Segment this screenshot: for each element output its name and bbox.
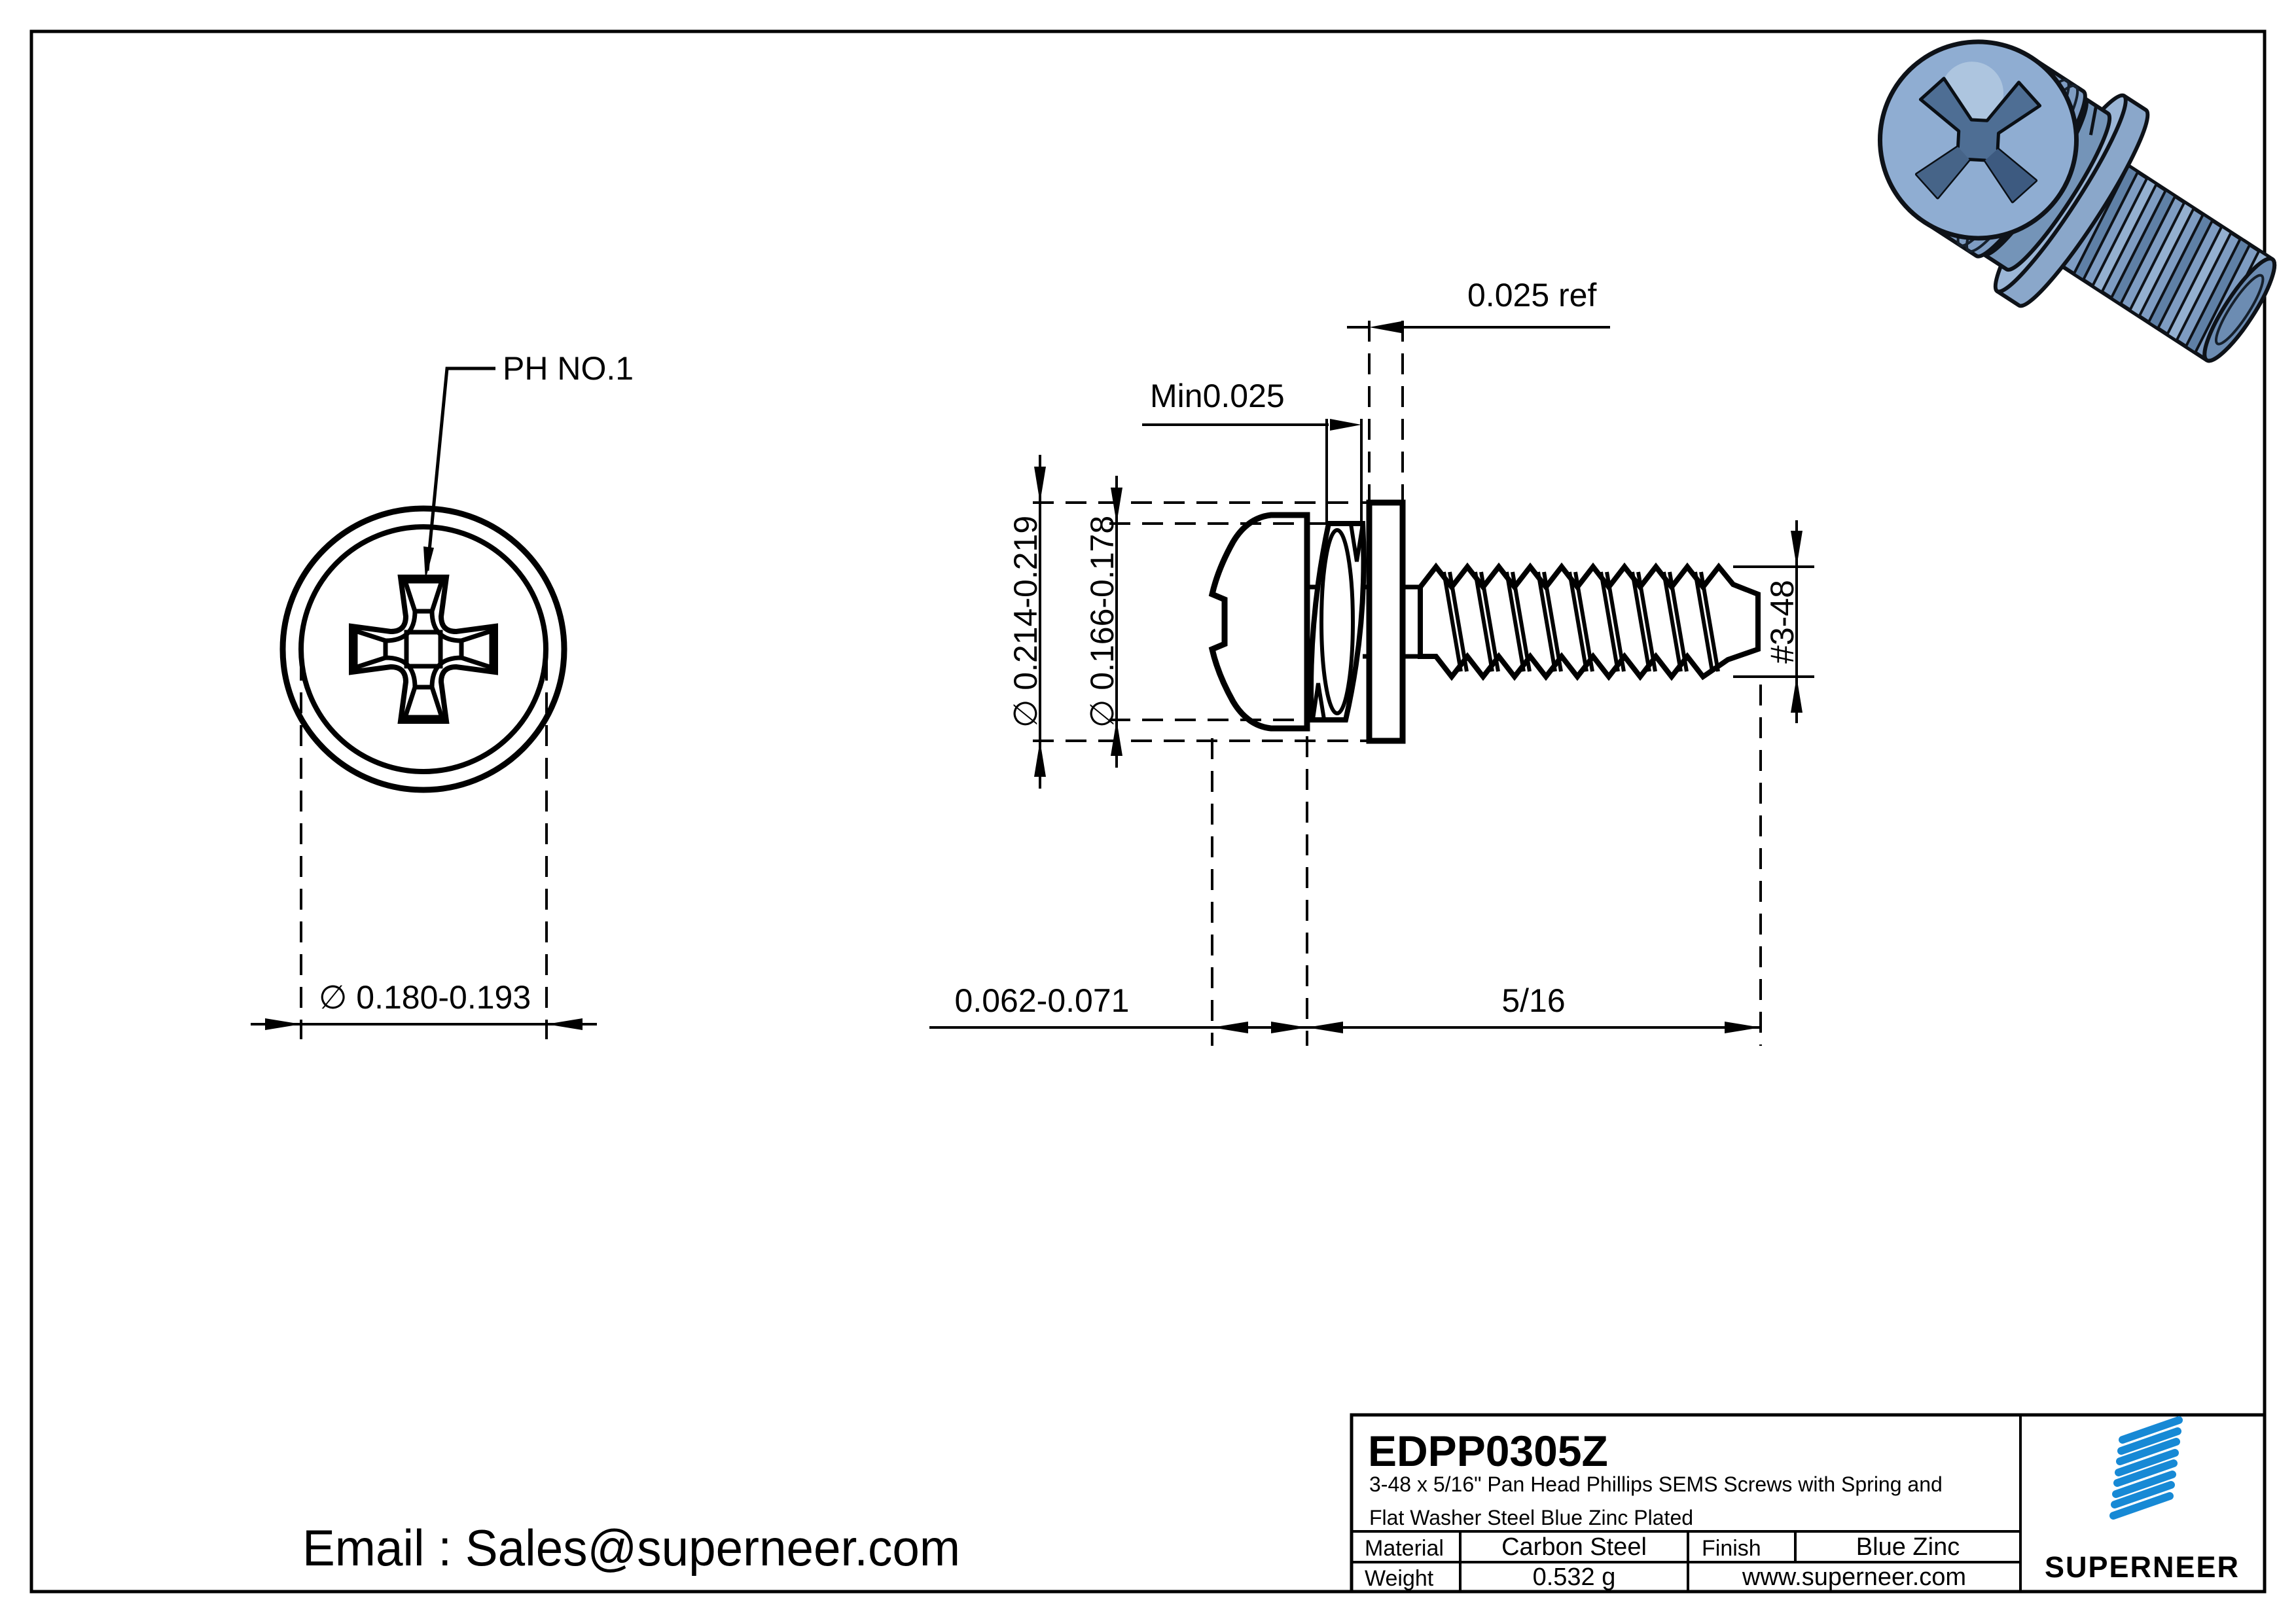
thread-ridges	[2072, 164, 2270, 361]
dim-thread-spec-label: #3-48	[1764, 580, 1801, 664]
weight-value: 0.532 g	[1533, 1563, 1616, 1591]
side-spring-washer	[1308, 521, 1367, 722]
head-outer-circle	[279, 505, 567, 793]
dim-min-gap-label: Min0.025	[1150, 378, 1285, 414]
side-view: ∅ 0.214-0.219 ∅ 0.166-0.178 Min0.025 0.0…	[929, 277, 1814, 1046]
front-view: PH NO.1 ∅ 0.180-0.193	[251, 350, 634, 1039]
dim-thread-length-label: 5/16	[1501, 982, 1565, 1019]
phillips-recess	[349, 575, 498, 724]
shank-stubs	[1307, 584, 1420, 659]
screw-3d-preview	[1877, 39, 2277, 363]
side-flat-washer	[1366, 499, 1406, 744]
side-thread	[1418, 562, 1761, 681]
superneer-logo-mark	[2109, 1416, 2183, 1520]
material-label: Material	[1365, 1536, 1444, 1561]
dim-bottom	[929, 685, 1762, 1046]
phillips-recess-3d	[1914, 77, 2042, 204]
finish-value: Blue Zinc	[1856, 1533, 1960, 1561]
superneer-logo-text: SUPERNEER	[2045, 1550, 2240, 1584]
part-number: EDPP0305Z	[1368, 1427, 1608, 1475]
dim-washer-thickness	[1347, 321, 1610, 500]
material-value: Carbon Steel	[1501, 1533, 1647, 1561]
description-line1: 3-48 x 5/16" Pan Head Phillips SEMS Scre…	[1369, 1472, 1943, 1496]
leader-arrowhead	[423, 546, 434, 580]
ph-callout-leader	[423, 366, 495, 580]
side-head-outline	[1208, 512, 1310, 732]
finish-label: Finish	[1702, 1536, 1761, 1561]
dim-thread-spec	[1733, 520, 1814, 723]
front-dia-dimension	[251, 660, 597, 1039]
email-text[interactable]: Email : Sales@superneer.com	[302, 1519, 960, 1577]
website-link[interactable]: www.superneer.com	[1742, 1563, 1966, 1591]
dim-washer-thickness-label: 0.025 ref	[1467, 277, 1596, 313]
dim-spring-od-label: ∅ 0.166-0.178	[1084, 516, 1121, 728]
drawing-frame	[29, 29, 2267, 1594]
front-dia-label: ∅ 0.180-0.193	[319, 979, 531, 1016]
weight-label: Weight	[1365, 1566, 1434, 1591]
ph-callout-label: PH NO.1	[503, 350, 634, 387]
head-inner-circle	[298, 524, 548, 774]
description-line2: Flat Washer Steel Blue Zinc Plated	[1369, 1506, 1693, 1529]
dim-washer-od	[1033, 455, 1373, 789]
title-block: EDPP0305Z 3-48 x 5/16" Pan Head Phillips…	[1350, 1413, 2267, 1594]
thread-tip	[2202, 257, 2277, 363]
dim-min-gap	[1142, 419, 1363, 523]
dim-spring-od	[1109, 476, 1327, 768]
dim-head-height-label: 0.062-0.071	[955, 982, 1130, 1019]
dim-washer-od-label: ∅ 0.214-0.219	[1007, 516, 1044, 728]
